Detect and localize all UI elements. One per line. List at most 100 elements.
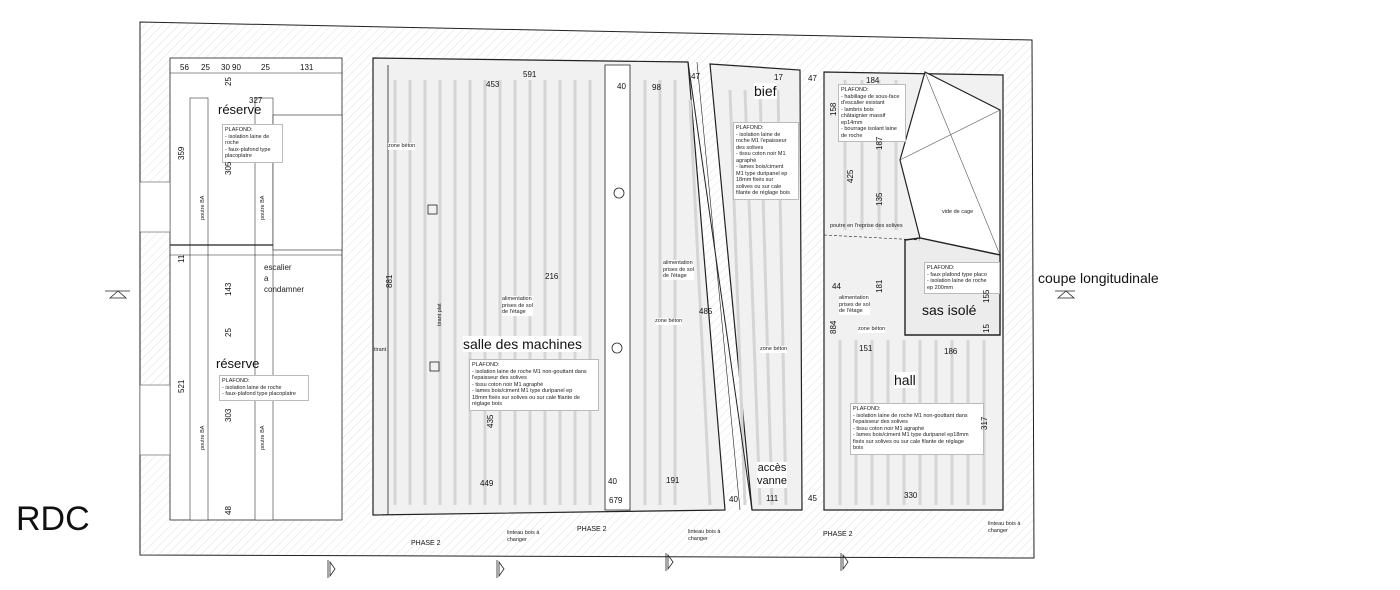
- dim: 11: [177, 254, 186, 263]
- dim: 679: [609, 496, 623, 505]
- column-marker-2: [611, 342, 623, 354]
- dim: 881: [385, 274, 394, 288]
- dim: 135: [875, 192, 884, 206]
- label-poutre-ba-4: poutre BA: [260, 425, 266, 450]
- note-line: - lames bois/ciment M1 type duripanel ep…: [853, 432, 969, 438]
- alimentation-line: alimentation: [839, 295, 869, 301]
- dim: 186: [944, 347, 958, 356]
- section-label: coupe longitudinale: [1038, 270, 1159, 286]
- note-line: bois: [853, 445, 864, 451]
- label-alimentation-1: alimentation prises de sol de l'étage: [502, 296, 533, 316]
- note-line: - isolation laine de: [736, 131, 781, 138]
- poutre-ba-column-left: [189, 97, 209, 521]
- dim: 435: [486, 414, 495, 428]
- room-salle-machines: salle des machines: [463, 336, 583, 352]
- note-line: - isolation laine de roche: [927, 278, 987, 284]
- dim: 151: [859, 344, 873, 353]
- note-line: - faux-plafond type placoplatre: [222, 391, 296, 397]
- label-phase-3: PHASE 2: [823, 531, 853, 538]
- note-line: fixés sur solives ou sur cale filante de…: [853, 438, 964, 445]
- label-zone-beton-2: zone béton: [655, 318, 683, 325]
- label-tirant-plat: tirant plat: [437, 303, 443, 326]
- dim: 884: [829, 320, 838, 334]
- alimentation-line: de l'étage: [663, 273, 687, 279]
- dim: 25: [201, 63, 210, 72]
- dim: 425: [846, 169, 855, 183]
- alimentation-line: alimentation: [663, 260, 693, 266]
- linteau-line: linteau bois à: [507, 530, 540, 536]
- note-head: PLAFOND:: [853, 406, 881, 412]
- note-head: PLAFOND:: [472, 362, 500, 368]
- note-head: PLAFOND:: [736, 125, 764, 131]
- alimentation-line: alimentation: [502, 296, 532, 302]
- dim: 40: [608, 477, 617, 486]
- room-reserve-bottom: réserve: [216, 356, 260, 371]
- dim: 111: [766, 494, 779, 503]
- room-bief: bief: [754, 83, 777, 99]
- dim: 216: [545, 272, 559, 281]
- note-line: l'epaisseur des solives: [472, 375, 527, 381]
- dim: 17: [774, 73, 783, 82]
- note-line: roche M1 l'epaisseur: [736, 138, 787, 144]
- note-head: PLAFOND:: [222, 378, 250, 384]
- label-poutre-reprise: poutre en l'reprise des solives: [830, 223, 903, 229]
- room-sas-isole: sas isolé: [922, 302, 977, 318]
- page-title: RDC: [16, 500, 90, 538]
- note-line: 18mm fixés sur: [736, 177, 774, 183]
- dim: 485: [699, 307, 713, 316]
- alimentation-line: prises de sol: [502, 302, 533, 309]
- poutre-ba-column-right: [254, 97, 274, 521]
- room-escalier: escalier a condamner: [264, 262, 304, 295]
- alimentation-line: prises de sol: [663, 266, 694, 273]
- note-bief: PLAFOND: - isolation laine de roche M1 l…: [733, 122, 799, 200]
- note-line: - isolation laine de: [225, 133, 270, 140]
- dim: 184: [866, 76, 880, 85]
- label-zone-beton-4: zone béton: [858, 326, 886, 333]
- note-line: filante de réglage bois: [736, 190, 790, 196]
- note-head: PLAFOND:: [841, 87, 869, 93]
- note-line: - lames bois/ciment M1 type duripanel ep: [472, 388, 573, 394]
- note-salle: PLAFOND: - isolation laine de roche M1 n…: [469, 359, 599, 411]
- dim: 181: [875, 279, 884, 293]
- label-poutre-ba-2: poutre BA: [260, 195, 266, 220]
- escalier-line-1: escalier: [264, 263, 292, 272]
- note-line: - isolation laine de roche M1 non-goutta…: [853, 412, 968, 419]
- dim: 40: [617, 82, 626, 91]
- dim: 25: [224, 77, 233, 86]
- acces-vanne-line-2: vanne: [757, 475, 787, 487]
- alimentation-line: de l'étage: [839, 308, 863, 314]
- note-line: ep 200mm: [927, 284, 953, 291]
- central-beam: [604, 64, 631, 511]
- section-markers-bottom: [327, 553, 849, 578]
- dim: 25: [261, 63, 270, 72]
- note-line: de roche: [841, 132, 863, 139]
- linteau-line: changer: [688, 535, 708, 542]
- label-zone-beton-1: zone béton: [388, 143, 416, 150]
- note-line: - lambris bois: [841, 106, 874, 113]
- note-line: - tissu coton noir M1 agraphé: [472, 381, 544, 388]
- section-marker-right: [1055, 290, 1076, 299]
- dim: 131: [300, 63, 314, 72]
- note-stair: PLAFOND: - habillage de sous-face d'esca…: [838, 84, 906, 142]
- note-head: PLAFOND:: [225, 127, 253, 133]
- dim: 155: [982, 289, 991, 303]
- note-reserve-bottom: PLAFOND: - isolation laine de roche - fa…: [219, 375, 309, 401]
- dim: 330: [904, 491, 918, 500]
- note-line: - faux plafond type placo: [927, 271, 987, 278]
- note-reserve-top: PLAFOND: - isolation laine de roche - fa…: [222, 124, 283, 163]
- acces-vanne-line-1: accès: [757, 462, 787, 474]
- room-acces-vanne: accès vanne: [757, 462, 787, 488]
- alimentation-line: de l'étage: [502, 309, 526, 315]
- dim: 30: [221, 63, 230, 72]
- dim: 56: [180, 63, 189, 72]
- escalier-line-3: condamner: [264, 285, 305, 294]
- dim: 187: [875, 136, 884, 150]
- note-line: - tissu coton noir M1 agraphé: [853, 425, 925, 432]
- salle-machines-room: [372, 57, 726, 516]
- note-line: 18mm fixés sur solives ou sur cale filan…: [472, 394, 580, 401]
- dim: 449: [480, 479, 494, 488]
- label-phase-1: PHASE 2: [411, 540, 441, 547]
- joists-salle: [393, 80, 712, 506]
- note-line: - faux-plafond type: [225, 146, 271, 153]
- dim: 317: [980, 416, 989, 430]
